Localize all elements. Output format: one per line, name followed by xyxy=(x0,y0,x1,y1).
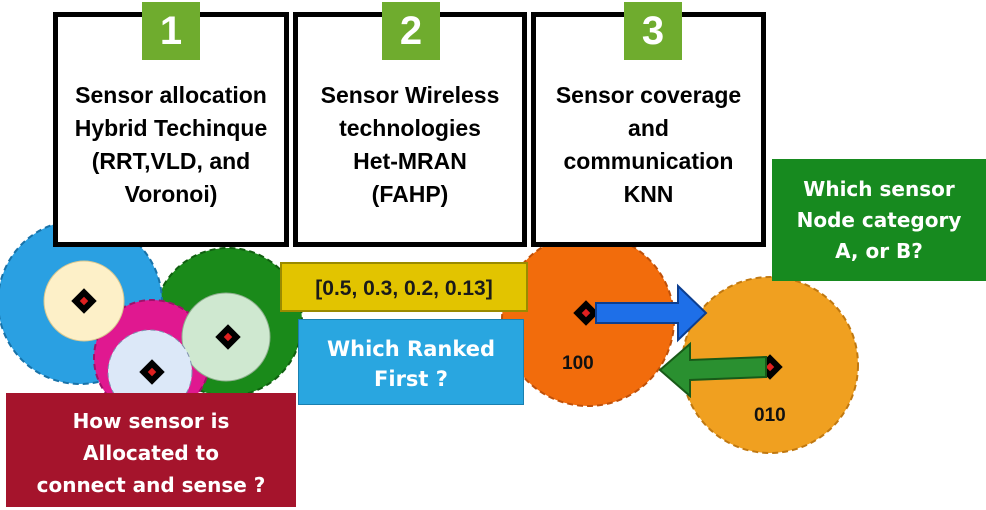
step-3-text: Sensor coverage and communication KNN xyxy=(555,82,742,207)
sensor-node-icon xyxy=(215,324,241,350)
step-1-text: Sensor allocation Hybrid Techinque (RRT,… xyxy=(74,82,268,207)
sensor-node-icon xyxy=(139,359,165,385)
allocation-question: How sensor is Allocated to connect and s… xyxy=(6,393,296,507)
amber-node-label: 010 xyxy=(754,405,786,426)
sensor-node-icon xyxy=(573,300,599,326)
arrow-left-icon xyxy=(658,341,767,399)
ranked-question: Which Ranked First ? xyxy=(298,319,524,405)
weights-label: [0.5, 0.3, 0.2, 0.13] xyxy=(280,262,528,312)
step-number-2: 2 xyxy=(382,2,440,60)
step-2-text: Sensor Wireless technologies Het-MRAN (F… xyxy=(320,82,500,207)
sensor-node-icon xyxy=(71,288,97,314)
category-question: Which sensor Node category A, or B? xyxy=(772,159,986,281)
step-number-3: 3 xyxy=(624,2,682,60)
orange-node-label: 100 xyxy=(562,353,594,374)
step-number-1: 1 xyxy=(142,2,200,60)
arrow-right-icon xyxy=(595,283,708,343)
